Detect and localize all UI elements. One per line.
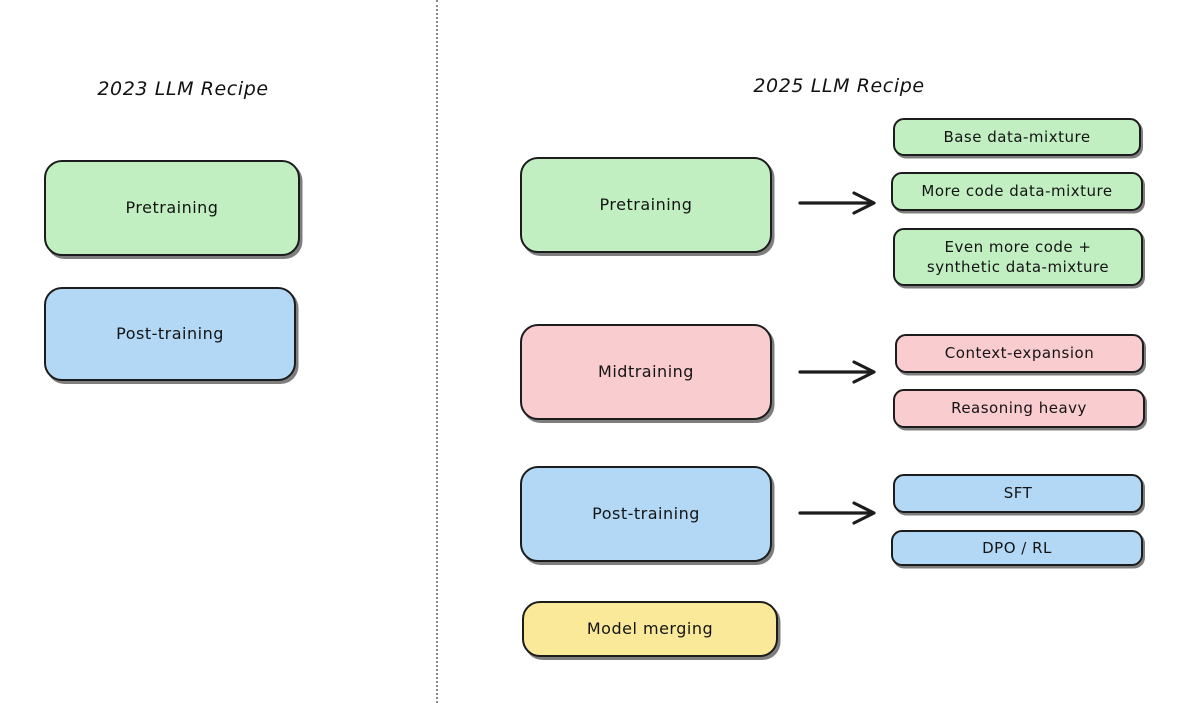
detail-dpo-rl-label: DPO / RL: [982, 538, 1052, 557]
left-stage-pretraining-label: Pretraining: [125, 198, 219, 218]
detail-reasoning-heavy[interactable]: Reasoning heavy: [893, 389, 1145, 428]
right-stage-post-training-label: Post-training: [592, 504, 700, 524]
right-stage-pretraining[interactable]: Pretraining: [520, 157, 772, 253]
right-stage-midtraining[interactable]: Midtraining: [520, 324, 772, 420]
left-stage-post-training-label: Post-training: [116, 324, 224, 344]
arrow-post-training: [798, 500, 880, 526]
detail-more-code-data-mixture[interactable]: More code data-mixture: [891, 172, 1143, 211]
left-stage-post-training[interactable]: Post-training: [44, 287, 296, 381]
detail-reasoning-heavy-label: Reasoning heavy: [951, 399, 1087, 418]
column-divider: [436, 0, 438, 703]
detail-base-data-mixture[interactable]: Base data-mixture: [893, 118, 1141, 156]
arrow-midtraining: [798, 359, 880, 385]
detail-context-expansion[interactable]: Context-expansion: [895, 334, 1144, 373]
right-stage-post-training[interactable]: Post-training: [520, 466, 772, 562]
left-column-title: 2023 LLM Recipe: [97, 78, 269, 100]
right-stage-model-merging[interactable]: Model merging: [522, 601, 778, 657]
detail-sft-label: SFT: [1003, 484, 1033, 503]
detail-dpo-rl[interactable]: DPO / RL: [891, 530, 1143, 566]
detail-even-more-code-synthetic-data-mixture[interactable]: Even more code + synthetic data-mixture: [893, 228, 1143, 286]
arrow-pretraining: [798, 190, 880, 216]
detail-even-more-code-synthetic-data-mixture-label: Even more code + synthetic data-mixture: [926, 237, 1110, 276]
detail-context-expansion-label: Context-expansion: [944, 344, 1095, 363]
detail-sft[interactable]: SFT: [893, 474, 1143, 513]
detail-base-data-mixture-label: Base data-mixture: [943, 127, 1091, 146]
right-column-title: 2025 LLM Recipe: [753, 75, 925, 97]
detail-more-code-data-mixture-label: More code data-mixture: [921, 182, 1113, 201]
right-stage-midtraining-label: Midtraining: [598, 362, 694, 382]
right-stage-pretraining-label: Pretraining: [599, 195, 693, 215]
left-stage-pretraining[interactable]: Pretraining: [44, 160, 300, 256]
right-stage-model-merging-label: Model merging: [586, 619, 714, 639]
